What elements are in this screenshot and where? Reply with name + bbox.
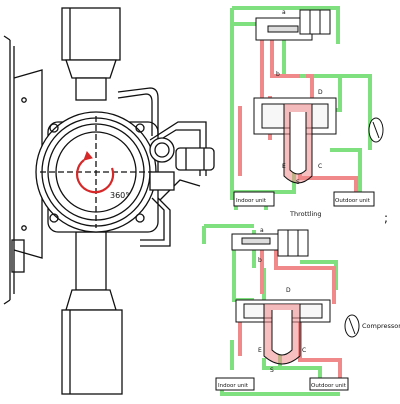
- rotation-label: 360°: [110, 191, 129, 200]
- bottom-tube: [61, 231, 123, 395]
- heating-port-a: a: [260, 227, 264, 234]
- cooling-port-d: D: [318, 89, 323, 96]
- side-mark: ;: [384, 211, 388, 225]
- indoor-unit-box: [233, 191, 275, 207]
- cooling-port-a: a: [282, 9, 286, 16]
- compressor-label: Compressor: [362, 322, 400, 330]
- heating-port-b: b: [258, 257, 262, 264]
- main-valve-body: [253, 97, 337, 184]
- heating-port-d: D: [286, 287, 291, 294]
- pilot-tubes: [117, 87, 215, 247]
- compressor-icon: [344, 314, 360, 338]
- cooling-port-c: C: [318, 163, 322, 170]
- heating-diagram: a b D E S C Indoor unit Outdoor unit Com…: [202, 224, 400, 396]
- pilot-valve-block: [231, 229, 309, 257]
- heating-indoor-label: Indoor unit: [218, 383, 249, 389]
- throttling-label: Throttling: [289, 210, 322, 218]
- cooling-port-b: b: [276, 71, 280, 78]
- heating-port-s: S: [270, 367, 274, 374]
- cooling-indoor-label: Indoor unit: [236, 198, 267, 204]
- rotation-arrow-icon: [76, 151, 115, 194]
- heating-outdoor-label: Outdoor unit: [311, 383, 347, 389]
- cooling-outdoor-label: Outdoor unit: [335, 198, 371, 204]
- indoor-unit-box: [215, 377, 255, 391]
- outdoor-unit-box: [333, 191, 375, 207]
- top-tube: [61, 7, 121, 101]
- valve-drawing: 360°: [3, 7, 215, 395]
- compressor-icon: [368, 117, 384, 143]
- cooling-port-e: E: [282, 163, 286, 170]
- main-valve-body: [235, 299, 331, 365]
- cooling-diagram: a b D E S C Indoor unit Outdoor unit Thr…: [230, 6, 384, 218]
- heating-port-c: C: [302, 347, 306, 354]
- valve-body: [35, 111, 159, 233]
- heating-port-e: E: [258, 347, 262, 354]
- cooling-port-s: S: [296, 179, 300, 186]
- pilot-valve-block: [255, 9, 331, 41]
- outdoor-unit-box: [309, 377, 349, 391]
